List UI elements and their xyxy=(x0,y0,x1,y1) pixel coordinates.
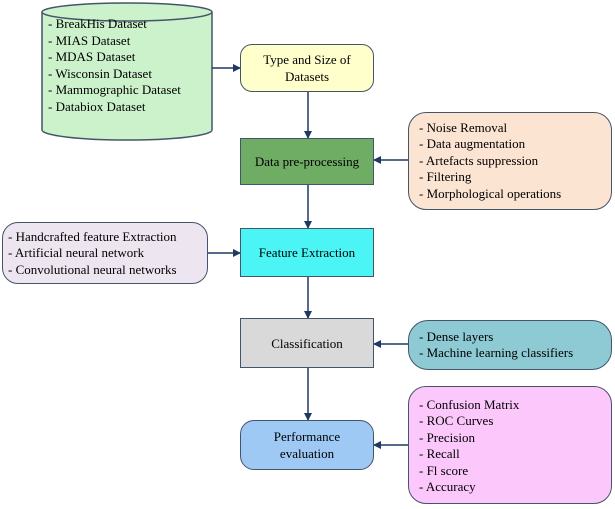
feature-methods-box: - Handcrafted feature Extraction - Artif… xyxy=(2,222,208,284)
feature-extraction-label: Feature Extraction xyxy=(258,245,356,260)
feature-method: - Artificial neural network xyxy=(8,245,145,261)
metric-item: - ROC Curves xyxy=(419,413,494,429)
type-size-label-1: Type and Size of xyxy=(263,52,351,67)
feature-extraction-node: Feature Extraction xyxy=(240,228,374,277)
performance-label-2: evaluation xyxy=(279,446,335,461)
metrics-box: - Confusion Matrix - ROC Curves - Precis… xyxy=(408,386,612,504)
metric-item: - Recall xyxy=(419,446,460,462)
preprocessing-methods-box: - Noise Removal - Data augmentation - Ar… xyxy=(408,112,612,210)
preprocessing-method: - Data augmentation xyxy=(419,136,526,152)
metric-item: - Precision xyxy=(419,429,475,445)
classification-label: Classification xyxy=(271,335,343,351)
preprocessing-method: - Noise Removal xyxy=(419,120,508,135)
preprocessing-method: - Filtering xyxy=(419,169,472,185)
performance-node: Performance evaluation xyxy=(240,420,374,470)
metric-item: - Confusion Matrix xyxy=(419,397,520,412)
performance-label-1: Performance xyxy=(273,429,341,444)
classifier-item: - Machine learning classifiers xyxy=(419,345,574,361)
dataset-item: - MIAS Dataset xyxy=(48,32,131,48)
datasets-cylinder xyxy=(41,2,213,141)
type-size-label-2: Datasets xyxy=(284,69,330,84)
type-size-node: Type and Size of Datasets xyxy=(240,44,374,92)
dataset-item: - BreakHis Dataset xyxy=(48,16,147,31)
preprocessing-label: Data pre-processing xyxy=(254,154,360,169)
feature-method: - Convolutional neural networks xyxy=(8,261,177,277)
dataset-item: - MDAS Dataset xyxy=(48,49,136,64)
dataset-item: - Databiox Dataset xyxy=(48,98,146,114)
dataset-item: - Wisconsin Dataset xyxy=(48,65,152,81)
preprocessing-node: Data pre-processing xyxy=(240,138,374,185)
preprocessing-method: - Artefacts suppression xyxy=(419,152,539,168)
metric-item: - Accuracy xyxy=(419,479,476,495)
preprocessing-method: - Morphological operations xyxy=(419,185,562,201)
datasets-list: - BreakHis Dataset - MIAS Dataset - MDAS… xyxy=(48,16,181,115)
classifier-item: - Dense layers xyxy=(419,329,494,344)
classifiers-box: - Dense layers - Machine learning classi… xyxy=(408,320,612,370)
feature-method: - Handcrafted feature Extraction xyxy=(8,229,177,244)
dataset-item: - Mammographic Dataset xyxy=(48,82,181,97)
classification-node: Classification xyxy=(240,318,374,368)
metric-item: - Fl score xyxy=(419,462,469,478)
